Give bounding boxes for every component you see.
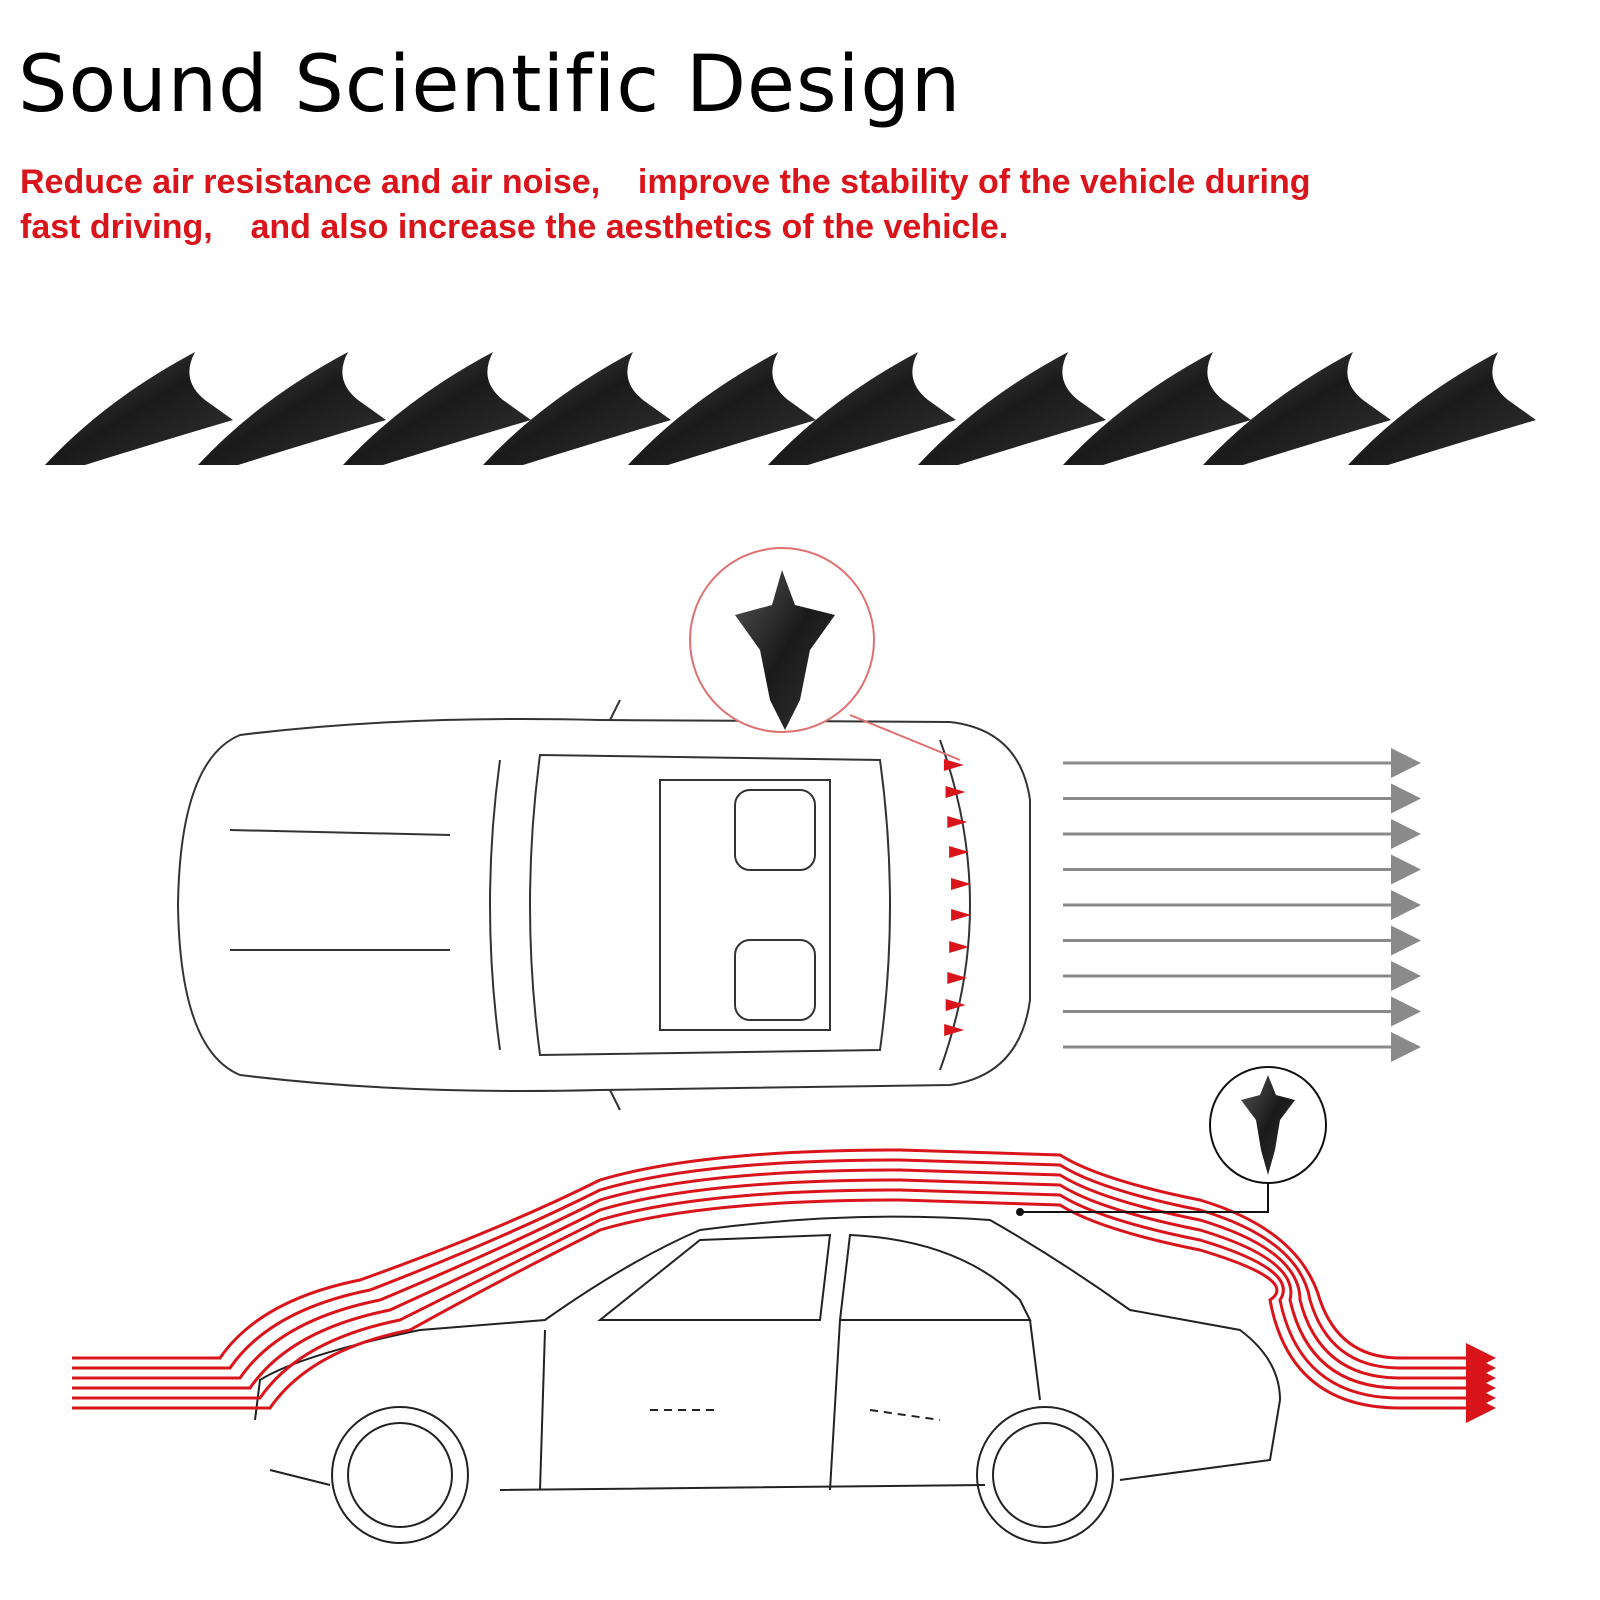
airflow-line (72, 1178, 1496, 1403)
airflow-line (72, 1168, 1496, 1393)
fin-callout-side (1016, 1066, 1327, 1216)
fin-product-icon (628, 352, 816, 465)
roof-fin-icon (945, 999, 966, 1011)
subtitle-line-2: fast driving, and also increase the aest… (20, 208, 1009, 246)
fin-product-icon (1063, 352, 1251, 465)
roof-fins (943, 759, 972, 1036)
subtitle: Reduce air resistance and air noise, imp… (20, 160, 1580, 250)
fin-product-icon (1203, 352, 1391, 465)
roof-fin-icon (943, 759, 964, 771)
roof-fin-icon (947, 972, 968, 984)
fin-product-icon (45, 352, 233, 465)
airflow-line (72, 1148, 1496, 1373)
roof-fin-icon (949, 846, 970, 858)
fin-side-icon (1241, 1075, 1295, 1175)
fin-product-icon (343, 352, 531, 465)
airflow-lines-side (72, 1148, 1496, 1423)
fin-row (45, 352, 1536, 465)
airflow-line (72, 1198, 1496, 1423)
fin-product-icon (198, 352, 386, 465)
roof-fin-icon (947, 816, 968, 828)
car-side-view (254, 1215, 1282, 1544)
roof-fin-icon (951, 909, 972, 921)
fin-top-icon (735, 570, 835, 730)
fin-product-icon (768, 352, 956, 465)
fin-product-icon (483, 352, 671, 465)
fin-product-icon (1348, 352, 1536, 465)
car-top-view (176, 699, 1031, 1111)
roof-fin-icon (949, 941, 970, 953)
roof-fin-icon (951, 878, 972, 890)
subtitle-line-1: Reduce air resistance and air noise, imp… (20, 163, 1311, 201)
roof-fin-icon (944, 1024, 965, 1036)
page-title: Sound Scientific Design (18, 40, 962, 130)
fin-callout-top (689, 547, 961, 761)
airflow-line (72, 1158, 1496, 1383)
roof-fin-icon (945, 786, 966, 798)
airflow-line (72, 1188, 1496, 1413)
fin-product-icon (918, 352, 1106, 465)
airflow-arrows (1063, 748, 1421, 1062)
